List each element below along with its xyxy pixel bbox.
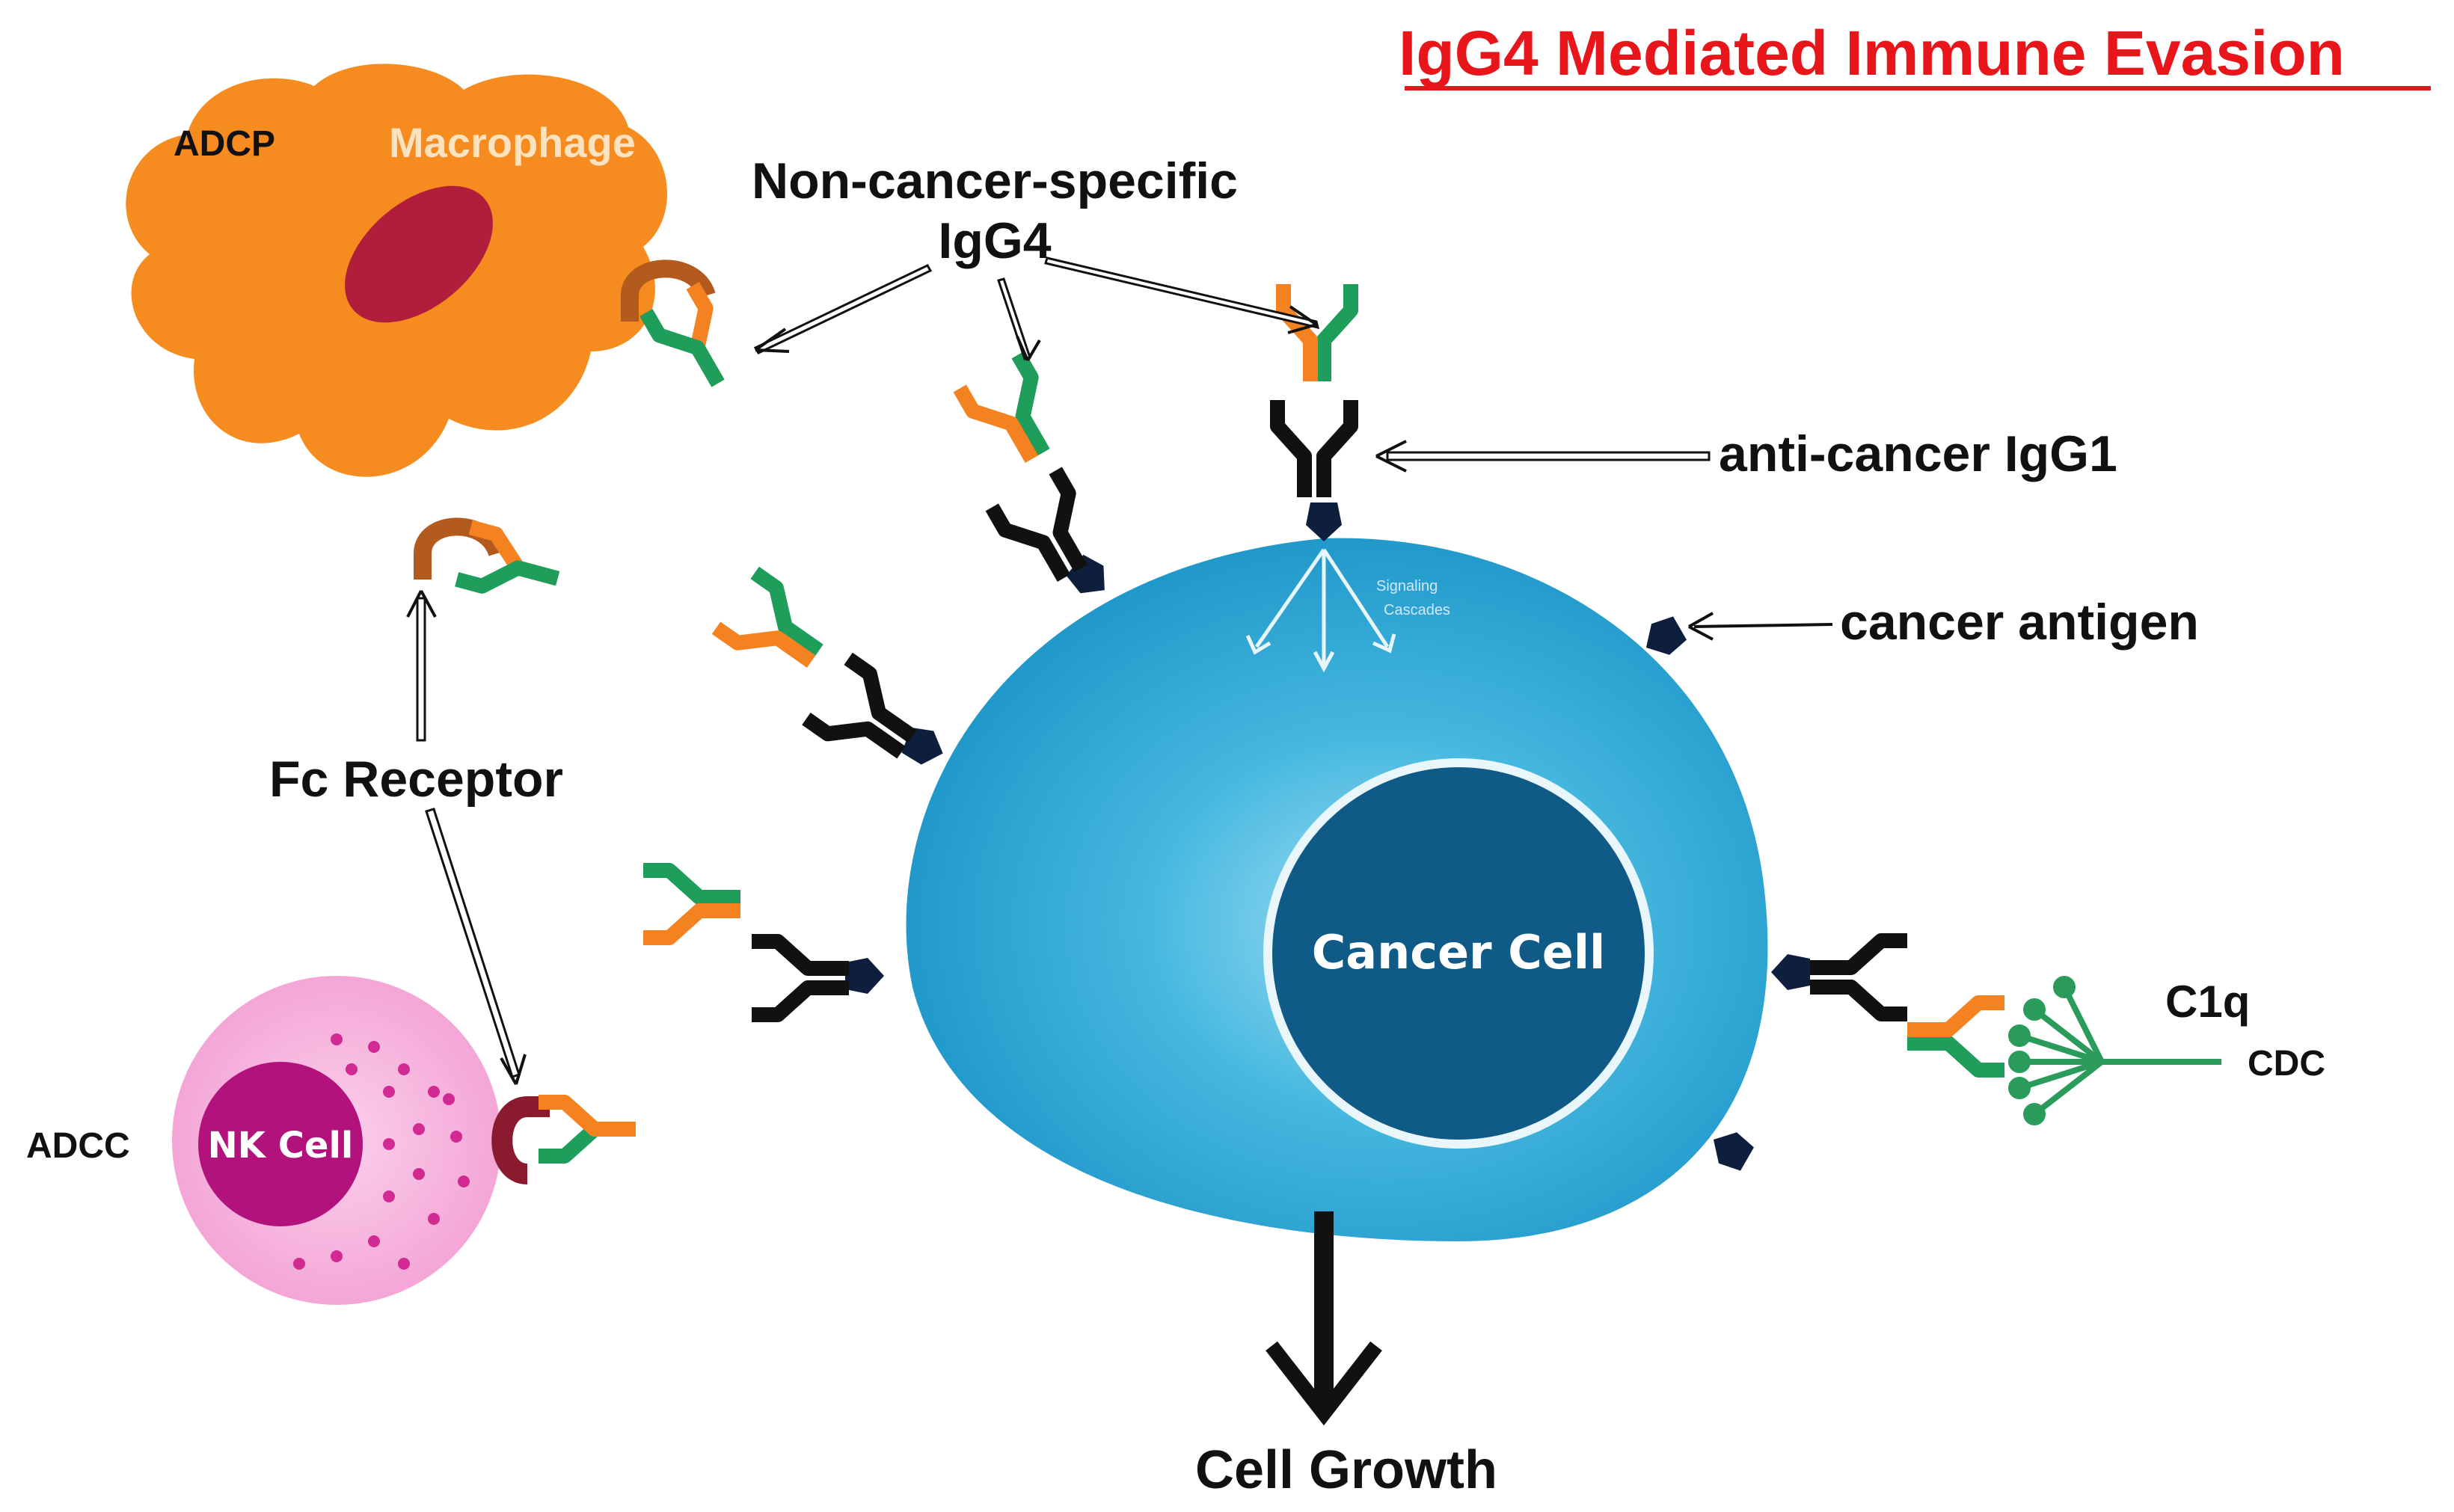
igg1-top xyxy=(1277,400,1351,497)
anti-cancer-igg1-label: anti-cancer IgG1 xyxy=(1719,425,2117,482)
adcc-label: ADCC xyxy=(26,1126,130,1166)
macrophage-label: Macrophage xyxy=(389,119,636,166)
fc-receptor-arrows xyxy=(406,590,527,1085)
signaling-cascade xyxy=(1245,548,1396,673)
non-cancer-specific-label-line1: Non-cancer-specific xyxy=(752,153,1238,209)
c1q-molecule xyxy=(2008,976,2221,1125)
igg1-right xyxy=(1810,941,1907,1014)
cancer-antigen-label: cancer antigen xyxy=(1840,594,2199,651)
c1q-label: C1q xyxy=(2165,977,2250,1027)
cell-growth-arrow xyxy=(1266,1211,1382,1426)
macrophage-fc-receptor-upper xyxy=(621,259,716,322)
cancer-cell-label: Cancer Cell xyxy=(1312,925,1606,980)
igg4-on-macrophage-upper xyxy=(639,282,725,387)
nk-cell: NK Cell xyxy=(172,976,501,1305)
fc-receptor-label: Fc Receptor xyxy=(269,751,563,808)
nk-cell-nucleus xyxy=(198,1062,363,1226)
macrophage: Macrophage xyxy=(126,64,668,477)
cancer-antigen-right xyxy=(1771,954,1810,990)
macrophage-nucleus xyxy=(345,185,493,323)
non-cancer-specific-label-line2: IgG4 xyxy=(938,212,1051,269)
cancer-antigen-left xyxy=(845,958,884,994)
cancer-antigen-top xyxy=(1306,503,1342,541)
title-text: IgG4 Mediated Immune Evasion xyxy=(1399,18,2345,88)
igg4-left xyxy=(643,870,740,938)
igg1-left xyxy=(752,941,849,1015)
igg4-top xyxy=(1283,284,1351,381)
igg4-top-left xyxy=(960,354,1067,473)
igg4-right xyxy=(1907,1003,2004,1070)
macrophage-fc-receptor-lower xyxy=(414,517,506,580)
nk-cell-label: NK Cell xyxy=(208,1125,354,1167)
cancer-cell: Cancer Cell xyxy=(906,538,1768,1241)
nk-granules xyxy=(293,1033,470,1270)
signaling-label-line2: Cascades xyxy=(1384,602,1450,618)
cancer-cell-nucleus xyxy=(1263,758,1654,1149)
igg4-pointer-arrows xyxy=(753,256,1320,362)
cancer-antigen-arrow xyxy=(1688,612,1833,641)
anti-cancer-igg1-arrow xyxy=(1375,440,1711,473)
cdc-label: CDC xyxy=(2248,1044,2325,1084)
igg4-left-upper xyxy=(717,573,835,683)
signaling-label-line1: Signaling xyxy=(1376,578,1438,594)
igg4-on-macrophage-lower xyxy=(455,520,560,594)
diagram-title: IgG4 Mediated Immune Evasion xyxy=(1399,18,2431,90)
adcp-label: ADCP xyxy=(174,124,275,164)
nk-fc-receptor xyxy=(491,1096,550,1184)
igg4-on-nk xyxy=(539,1095,636,1164)
cell-growth-label: Cell Growth xyxy=(1195,1440,1497,1500)
